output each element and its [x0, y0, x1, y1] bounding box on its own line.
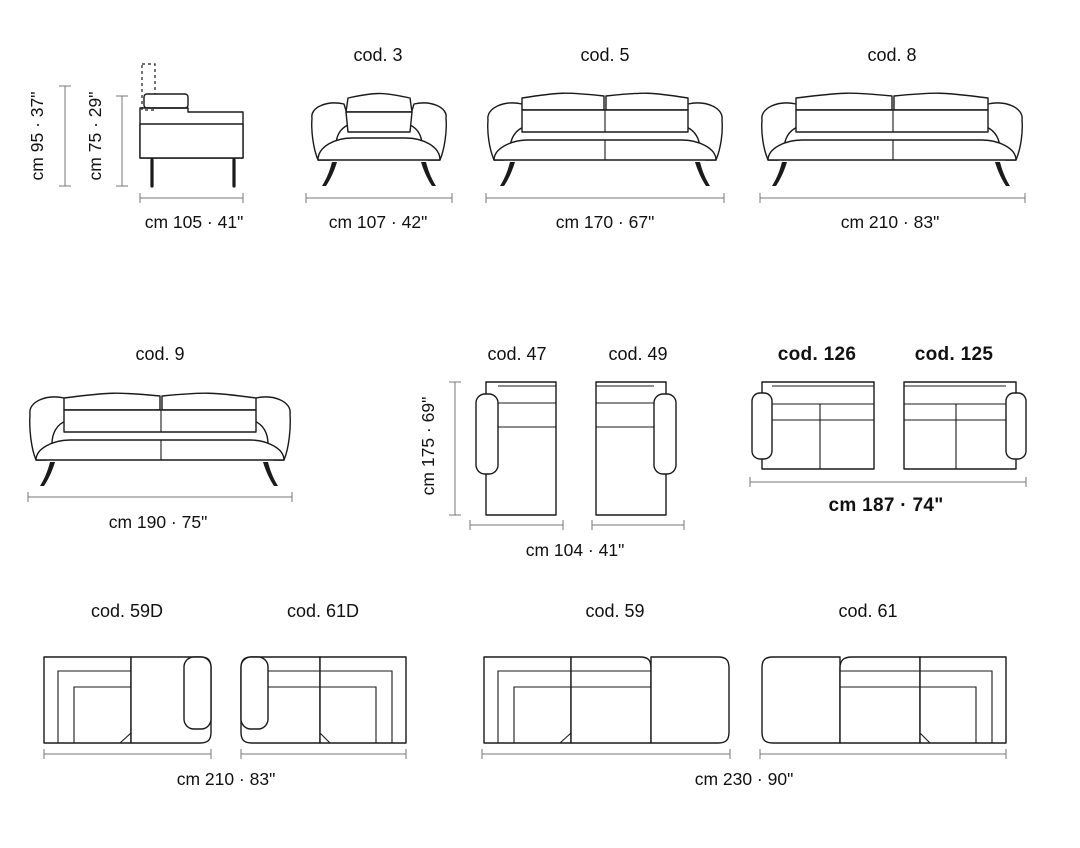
- cod47-code-label: cod. 47: [487, 344, 546, 364]
- cod5-width-label: cm 170 · 67": [556, 212, 655, 232]
- sofa-cod5-drawing: [485, 92, 725, 203]
- loveseat-width-label: cm 187 · 74": [828, 495, 943, 516]
- cod8-width-label: cm 210 · 83": [841, 212, 940, 232]
- chaise-cod47-cod49-drawing: [449, 381, 685, 530]
- sofa-cod8-drawing: [759, 92, 1026, 203]
- cod9-code-label: cod. 9: [135, 344, 184, 364]
- cod49-code-label: cod. 49: [608, 344, 667, 364]
- cod61-code-label: cod. 61: [838, 601, 897, 621]
- side-depth-label: cm 105 · 41": [145, 212, 244, 232]
- cod61d-code-label: cod. 61D: [287, 601, 359, 621]
- side-height-seat-label: cm 75 · 29": [85, 92, 105, 181]
- side-view-drawing: [59, 63, 244, 203]
- sectional-cod59d-cod61d-drawing: [43, 656, 407, 759]
- cod9-width-label: cm 190 · 75": [109, 512, 208, 532]
- chaise-width-label: cm 104 · 41": [526, 540, 625, 560]
- loveseat-cod126-cod125-drawing: [749, 381, 1027, 487]
- cod5-code-label: cod. 5: [580, 45, 629, 65]
- cod59-code-label: cod. 59: [585, 601, 644, 621]
- sectional-cod59-cod61-drawing: [481, 656, 1007, 759]
- cod3-code-label: cod. 3: [353, 45, 402, 65]
- cod125-code-label: cod. 125: [915, 344, 994, 365]
- sofa-cod9-drawing: [27, 392, 293, 502]
- armchair-cod3-drawing: [305, 92, 453, 203]
- cod3-width-label: cm 107 · 42": [329, 212, 428, 232]
- chaise-length-label: cm 175 · 69": [418, 397, 438, 496]
- cod126-code-label: cod. 126: [778, 344, 856, 365]
- cod8-code-label: cod. 8: [867, 45, 916, 65]
- pair-small-width-label: cm 210 · 83": [177, 769, 276, 789]
- side-height-total-label: cm 95 · 37": [27, 92, 47, 181]
- cod59d-code-label: cod. 59D: [91, 601, 163, 621]
- pair-large-width-label: cm 230 · 90": [695, 769, 794, 789]
